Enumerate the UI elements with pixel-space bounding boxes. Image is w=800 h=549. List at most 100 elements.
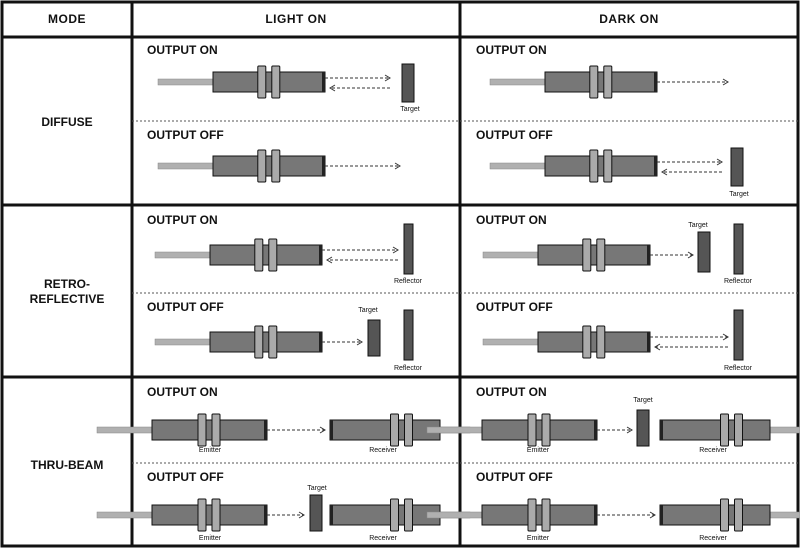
title-thru-light-off: OUTPUT OFF [147, 470, 224, 484]
sensor-diffuse-dark-off-face [654, 156, 657, 176]
receiver-thru-light-off-face [330, 505, 333, 525]
sensor-diffuse-light-off-body [212, 155, 326, 177]
sensor-diffuse-dark-on-face [654, 72, 657, 92]
title-diffuse-light-off: OUTPUT OFF [147, 128, 224, 142]
receiver-thru-dark-off-face [660, 505, 663, 525]
emitter-thru-dark-off-cable [426, 511, 483, 519]
beam-thru-light-off-arrowhead [298, 511, 305, 519]
sensor-retro-dark-off-body [537, 331, 651, 353]
sensor-diffuse-dark-off-nut-2 [603, 149, 613, 183]
reflector-retro-light-off [403, 309, 414, 361]
sensor-diffuse-dark-on-body [544, 71, 658, 93]
emitter-thru-light-off-nut-2 [211, 498, 221, 532]
receiver-thru-light-on-body [329, 419, 441, 441]
sensor-diffuse-dark-off-body [544, 155, 658, 177]
sensor-retro-dark-on-face [647, 245, 650, 265]
label-reflector-retro-light-off: Reflector [394, 365, 423, 372]
header-mode: MODE [48, 12, 86, 26]
receiver-thru-dark-off-cable [769, 511, 800, 519]
receiver-thru-light-on-face [330, 420, 333, 440]
sensor-retro-dark-on-nut-1 [582, 238, 592, 272]
emitter-thru-dark-on-cable [426, 426, 483, 434]
title-retro-dark-on: OUTPUT ON [476, 213, 547, 227]
label-target-retro-light-off: Target [358, 307, 378, 314]
label-emitter-thru-dark-on: Emitter [527, 447, 550, 454]
beam-diffuse-dark-off-arrowhead [716, 158, 723, 166]
receiver-thru-dark-off-nut-2 [734, 498, 743, 532]
emitter-thru-light-on-nut-2 [211, 413, 221, 447]
receiver-thru-light-off-nut-1 [390, 498, 399, 532]
sensor-diffuse-light-on-face [322, 72, 325, 92]
sensor-retro-light-off-body [209, 331, 323, 353]
emitter-thru-dark-on-nut-2 [541, 413, 551, 447]
sensor-retro-light-off-face [319, 332, 322, 352]
reflector-retro-dark-off [733, 309, 744, 361]
label-reflector-retro-light-on: Reflector [394, 278, 423, 285]
receiver-thru-light-off-body [329, 504, 441, 526]
label-receiver-thru-dark-on: Receiver [699, 447, 727, 454]
sensor-retro-dark-on-nut-2 [596, 238, 606, 272]
sensor-diffuse-light-on-nut-2 [271, 65, 281, 99]
target-retro-light-off [367, 319, 381, 357]
sensor-diffuse-dark-off-nut-1 [589, 149, 599, 183]
sensor-retro-light-on-nut-2 [268, 238, 278, 272]
reflector-retro-dark-on [733, 223, 744, 275]
sensor-diffuse-dark-off-cable [489, 162, 546, 170]
emitter-thru-light-off-cable [96, 511, 153, 519]
receiver-thru-dark-on-nut-2 [734, 413, 743, 447]
emitter-thru-light-on-face [264, 420, 267, 440]
title-retro-light-off: OUTPUT OFF [147, 300, 224, 314]
receiver-thru-dark-off-nut-1 [720, 498, 729, 532]
sensor-diffuse-light-on-cable [157, 78, 214, 86]
sensor-diffuse-light-off-cable [157, 162, 214, 170]
label-emitter-thru-light-on: Emitter [199, 447, 222, 454]
sensor-diffuse-light-on-body [212, 71, 326, 93]
receiver-thru-dark-on-cable [769, 426, 800, 434]
beam-retro-light-on-arrowhead [392, 246, 399, 254]
emitter-thru-light-on-body [151, 419, 268, 441]
sensor-diffuse-dark-on-cable [489, 78, 546, 86]
receiver-thru-dark-on-face [660, 420, 663, 440]
beam-diffuse-light-on-arrowhead [384, 74, 391, 82]
emitter-thru-dark-on-body [481, 419, 598, 441]
target-retro-dark-on [697, 231, 711, 273]
sensor-retro-light-on-nut-1 [254, 238, 264, 272]
beam-retro-light-off-arrowhead [356, 338, 363, 346]
row-label-retro-2: REFLECTIVE [30, 292, 105, 306]
emitter-thru-light-on-nut-1 [197, 413, 207, 447]
sensor-retro-dark-on-cable [482, 251, 539, 259]
label-target-thru-light-off: Target [307, 485, 327, 492]
sensor-retro-light-on-cable [154, 251, 211, 259]
title-diffuse-dark-on: OUTPUT ON [476, 43, 547, 57]
receiver-thru-dark-on-body [659, 419, 771, 441]
beam-diffuse-light-off-arrowhead [394, 162, 401, 170]
beam-thru-light-on-arrowhead [319, 426, 326, 434]
header-dark-on: DARK ON [599, 12, 659, 26]
emitter-thru-light-on-cable [96, 426, 153, 434]
title-thru-dark-off: OUTPUT OFF [476, 470, 553, 484]
return-retro-light-on-arrowhead [326, 256, 333, 264]
sensor-diffuse-dark-on-nut-2 [603, 65, 613, 99]
sensor-retro-dark-on-body [537, 244, 651, 266]
emitter-thru-dark-off-face [594, 505, 597, 525]
label-target-thru-dark-on: Target [633, 397, 653, 404]
emitter-thru-dark-off-body [481, 504, 598, 526]
reflector-retro-light-on [403, 223, 414, 275]
emitter-thru-light-off-nut-1 [197, 498, 207, 532]
sensor-retro-dark-off-nut-1 [582, 325, 592, 359]
sensor-retro-light-on-face [319, 245, 322, 265]
sensor-diffuse-dark-on-nut-1 [589, 65, 599, 99]
label-receiver-thru-light-off: Receiver [369, 535, 397, 542]
emitter-thru-light-off-face [264, 505, 267, 525]
sensor-drawings [96, 63, 800, 532]
beam-retro-dark-on-arrowhead [687, 251, 694, 259]
target-diffuse-light-on [401, 63, 415, 103]
emitter-thru-dark-off-nut-1 [527, 498, 537, 532]
emitter-thru-light-off-body [151, 504, 268, 526]
beam-thru-dark-off-arrowhead [649, 511, 656, 519]
sensor-retro-dark-off-cable [482, 338, 539, 346]
sensor-retro-light-off-cable [154, 338, 211, 346]
